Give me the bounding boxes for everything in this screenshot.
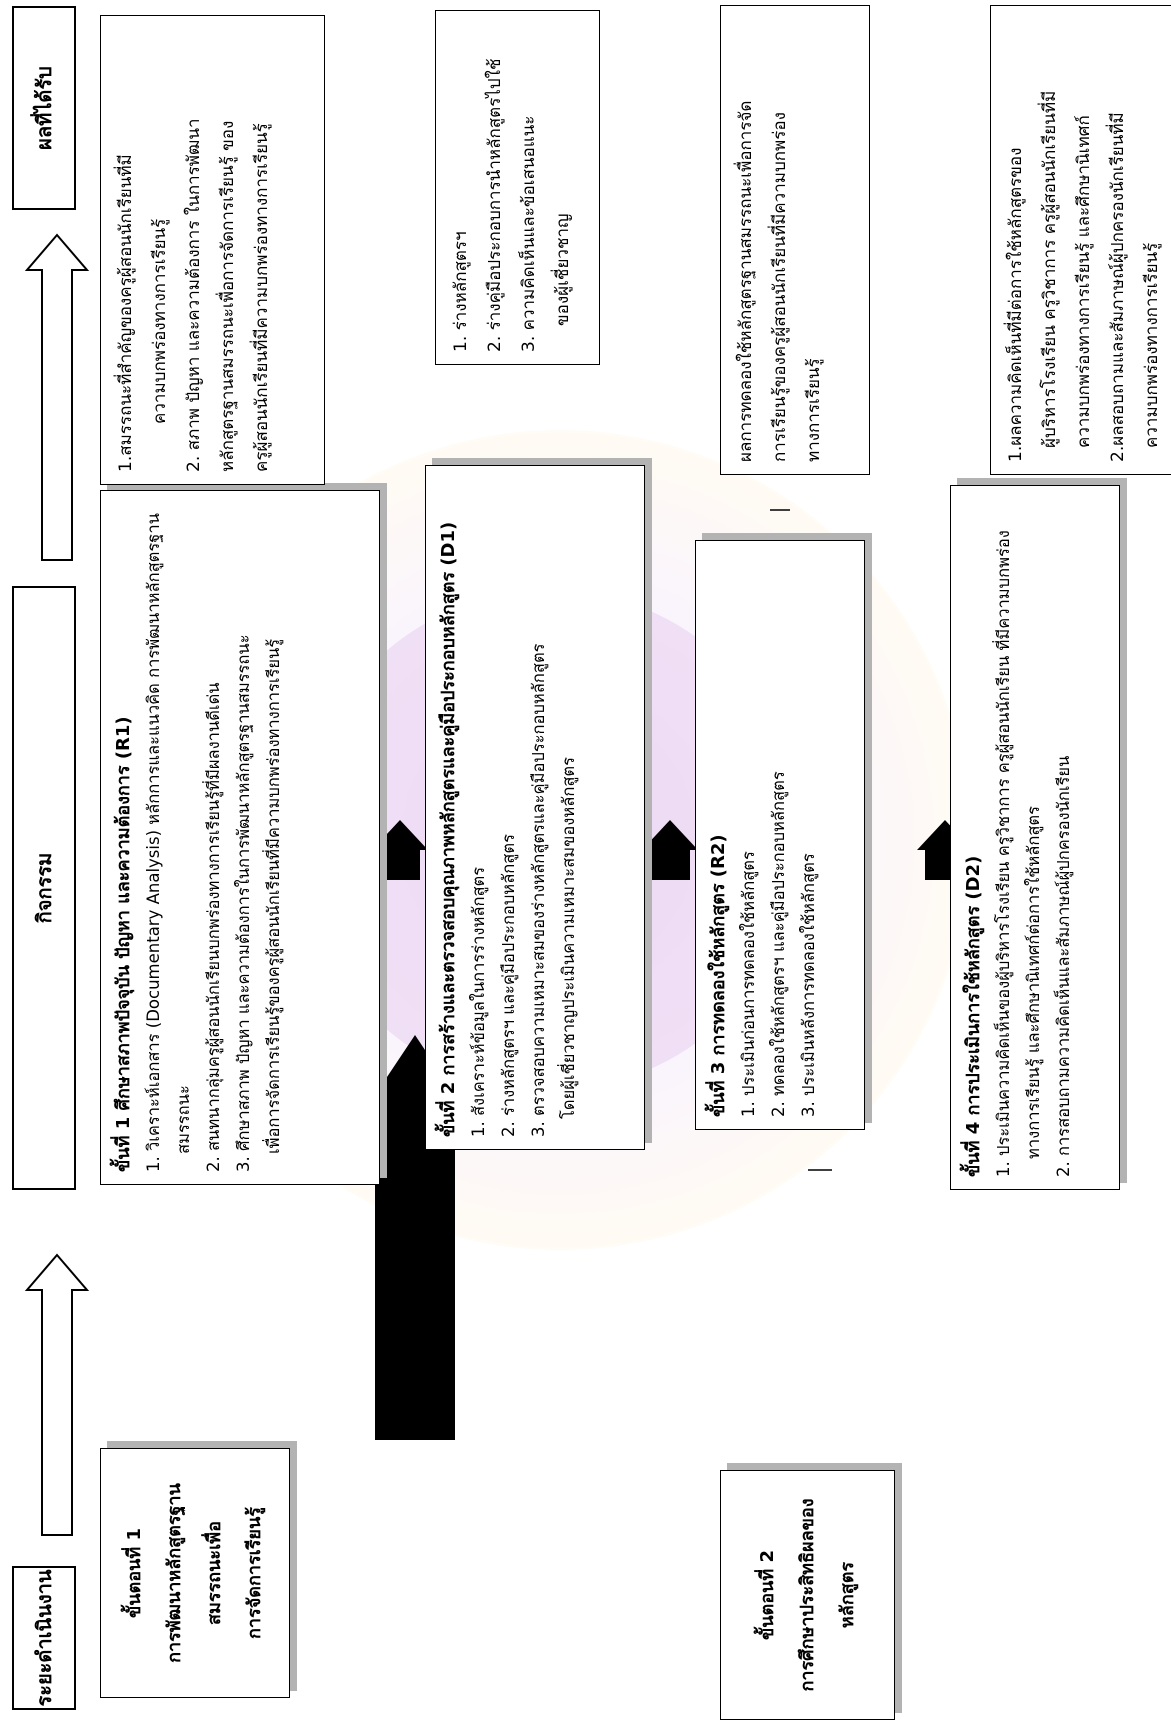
stage-box-2: ขั้นตอนที่ 2 การศึกษาประสิทธิผลของ หลักส… [720,1470,895,1720]
activity-1-item: 2. สนทนากลุ่มครูผู้สอนนักเรียนบกพร่องทาง… [204,682,223,1172]
activity-2-item: 2. ร่างหลักสูตรฯ และคู่มือประกอบหลักสูตร [499,834,518,1137]
result-3-item: ทางการเรียนรู้ [804,358,824,462]
result-1-item: หลักสูตรฐานสมรรถนะเพื่อการจัดการเรียนรู้… [218,120,238,472]
activity-3-item: 2. ทดลองใช้หลักสูตรฯ และคู่มือประกอบหลัก… [769,771,788,1117]
result-1-item: ความบกพร่องทางการเรียนรู้ [150,218,170,424]
result-1-item: ครูผู้สอนนักเรียนที่มีความบกพร่องทางการเ… [252,123,272,472]
activity-2-item: 1. สังเคราะห์ข้อมูลในการร่างหลักสูตร [469,866,488,1137]
activity-3-item: 3. ประเมินหลังการทดลองใช้หลักสูตร [799,853,818,1117]
activity-2-title: ขั้นที่ 2 การสร้างและตรวจสอบคุณภาพหลักสู… [438,521,459,1137]
result-box-2: 1. ร่างหลักสูตรฯ 2. ร่างคู่มือประกอบการน… [435,10,600,365]
result-2-item: ของผู้เชี่ยวชาญ [553,213,573,326]
activity-2-item: 3. ตรวจสอบความเหมาะสมของร่างหลักสูตรและค… [529,643,548,1137]
stage-2-line-2: การศึกษาประสิทธิผลของ [796,1498,818,1692]
activity-1-item: 1. วิเคราะห์เอกสาร (Documentary Analysis… [144,513,163,1172]
result-4-item: ความบกพร่องทางการเรียนรู้ [1142,242,1162,448]
activity-4-item: 2. การสอบถามความคิดเห็นและสัมภาษณ์ผู้ปกค… [1054,755,1073,1177]
result-4-item: 2.ผลสอบถามและสัมภาษณ์ผู้ปกครองนักเรียนที… [1108,112,1128,462]
result-box-3: ผลการทดลองใช้หลักสูตรฐานสมรรถนะเพื่อการจ… [720,5,870,475]
activity-box-1: ขั้นที่ 1 ศึกษาสภาพปัจจุบัน ปัญหา และควา… [100,490,380,1185]
activity-1-item: สมรรถนะ [174,1085,193,1154]
activity-4-item: 1. ประเมินความคิดเห็นของผู้บริหารโรงเรีย… [994,530,1013,1177]
stage-1-line-2: การพัฒนาหลักสูตรฐาน [164,1483,185,1663]
activity-arrow-2 [642,820,698,880]
result-4-item: 1.ผลความคิดเห็นที่มีต่อการใช้หลักสูตรของ [1006,147,1026,462]
activity-1-item: 3. ศึกษาสภาพ ปัญหา และความต้องการในการพั… [234,634,253,1172]
activity-1-title: ขั้นที่ 1 ศึกษาสภาพปัจจุบัน ปัญหา และควา… [113,716,134,1172]
result-2-item: 2. ร่างคู่มือประกอบการนำหลักสูตรไปใช้ [485,58,505,352]
stage-box-1: ขั้นตอนที่ 1 การพัฒนาหลักสูตรฐาน สมรรถนะ… [100,1448,290,1698]
stage-1-line-4: การจัดการเรียนรู้ [244,1507,265,1639]
result-box-4: 1.ผลความคิดเห็นที่มีต่อการใช้หลักสูตรของ… [990,5,1171,475]
result-box-1: 1.สมรรถนะที่สำคัญของครูผู้สอนนักเรียนที่… [100,15,325,485]
result-4-item: ความบกพร่องทางการเรียนรู้ และศึกษานิเทศก… [1074,115,1094,448]
activity-box-3: ขั้นที่ 3 การทดลองใช้หลักสูตร (R2) 1. ปร… [695,540,865,1130]
stage-2-line-3: หลักสูตร [836,1561,858,1629]
result-1-item: 2. สภาพ ปัญหา และความต้องการ ในการพัฒนา [184,118,204,472]
header-arrow-1 [24,1253,90,1536]
result-3-item: การเรียนรู้ของครูผู้สอนนักเรียนที่มีความ… [770,112,790,462]
activity-4-title: ขั้นที่ 4 การประเมินการใช้หลักสูตร (D2) [963,855,984,1177]
activity-box-4: ขั้นที่ 4 การประเมินการใช้หลักสูตร (D2) … [950,485,1120,1190]
activity-box-2: ขั้นที่ 2 การสร้างและตรวจสอบคุณภาพหลักสู… [425,465,645,1150]
result-2-item: 1. ร่างหลักสูตรฯ [451,231,471,352]
result-3-item: ผลการทดลองใช้หลักสูตรฐานสมรรถนะเพื่อการจ… [736,100,756,462]
result-4-item: ผู้บริหารโรงเรียน ครูวิชาการ ครูผู้สอนนั… [1040,90,1060,448]
activity-2-item: โดยผู้เชี่ยวชาญประเมินความเหมาะสมของหลัก… [559,757,578,1119]
result-2-item: 3. ความคิดเห็นและข้อเสนอแนะ [519,115,539,352]
activity-3-title: ขั้นที่ 3 การทดลองใช้หลักสูตร (R2) [708,834,729,1117]
result-1-item: 1.สมรรถนะที่สำคัญของครูผู้สอนนักเรียนที่… [116,154,136,472]
stage-2-line-1: ขั้นตอนที่ 2 [756,1549,778,1641]
activity-1-item: เพื่อการจัดการเรียนรู้ของครูผู้สอนนักเรี… [264,638,283,1154]
activity-arrow-1 [372,820,428,880]
stage-1-line-3: สมรรถนะเพื่อ [204,1521,225,1625]
activity-4-item: ทางการเรียนรู้ และศึกษานิเทศก์ต่อการใช้ห… [1024,806,1043,1159]
stage-1-line-1: ขั้นตอนที่ 1 [124,1527,145,1619]
activity-3-item: 1. ประเมินก่อนการทดลองใช้หลักสูตร [739,851,758,1117]
header-arrow-2 [24,233,90,561]
